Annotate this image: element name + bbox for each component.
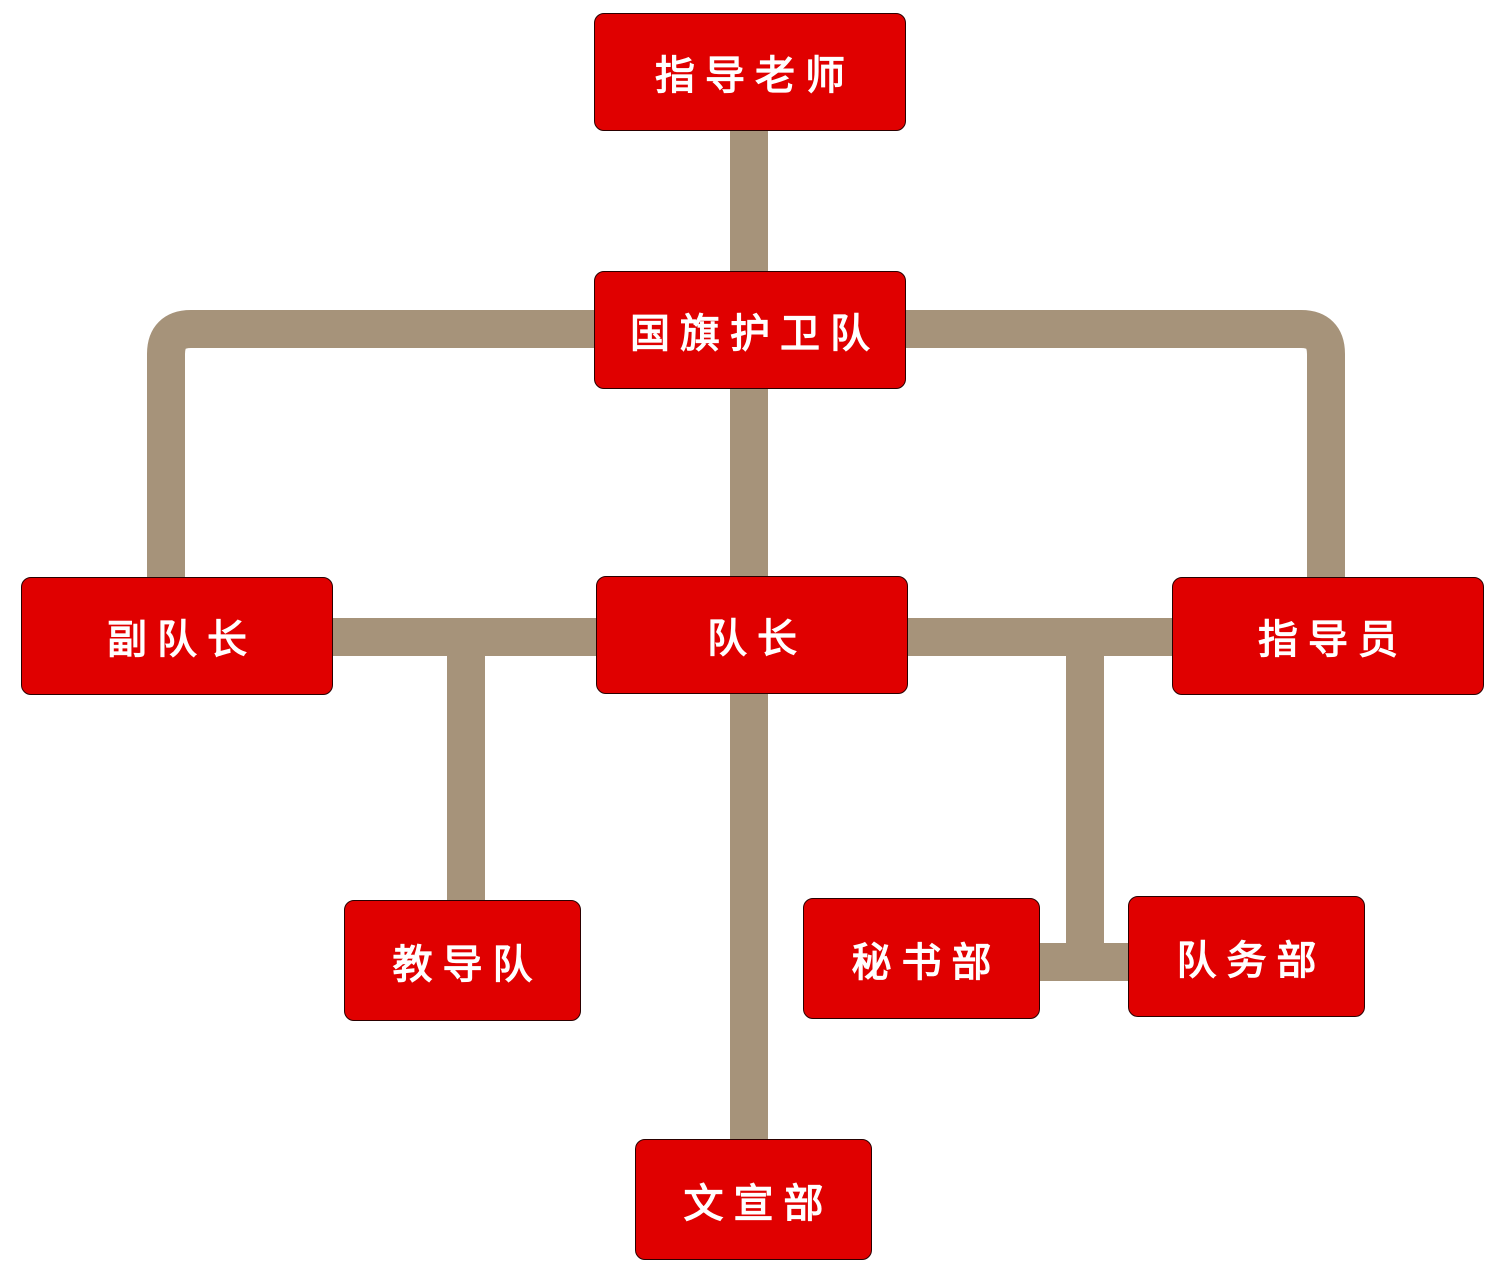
node-advisor[interactable]: 指导老师 [594,13,906,131]
node-secretariat[interactable]: 秘书部 [803,898,1040,1019]
node-label: 队长 [707,615,807,662]
node-captain[interactable]: 队长 [596,576,908,694]
node-label: 队务部 [1176,936,1327,984]
connector-to-secretariat-and-affairs [1040,637,1130,981]
node-label: 国旗护卫队 [630,310,880,357]
node-label: 教导队 [392,940,543,988]
node-vice-captain[interactable]: 副队长 [21,577,333,695]
node-instructor[interactable]: 指导员 [1172,577,1484,695]
node-affairs-dept[interactable]: 队务部 [1128,896,1365,1017]
node-label: 副队长 [107,616,257,663]
node-training-team[interactable]: 教导队 [344,900,581,1021]
node-label: 指导员 [1258,616,1408,663]
connector-flag-guard-to-vice-captain [147,310,596,578]
connector-flag-guard-to-instructor [904,310,1345,578]
node-label: 文宣部 [683,1179,834,1227]
node-flag-guard[interactable]: 国旗护卫队 [594,271,906,389]
node-label: 秘书部 [851,938,1002,986]
node-publicity-dept[interactable]: 文宣部 [635,1139,872,1260]
node-label: 指导老师 [655,52,855,99]
